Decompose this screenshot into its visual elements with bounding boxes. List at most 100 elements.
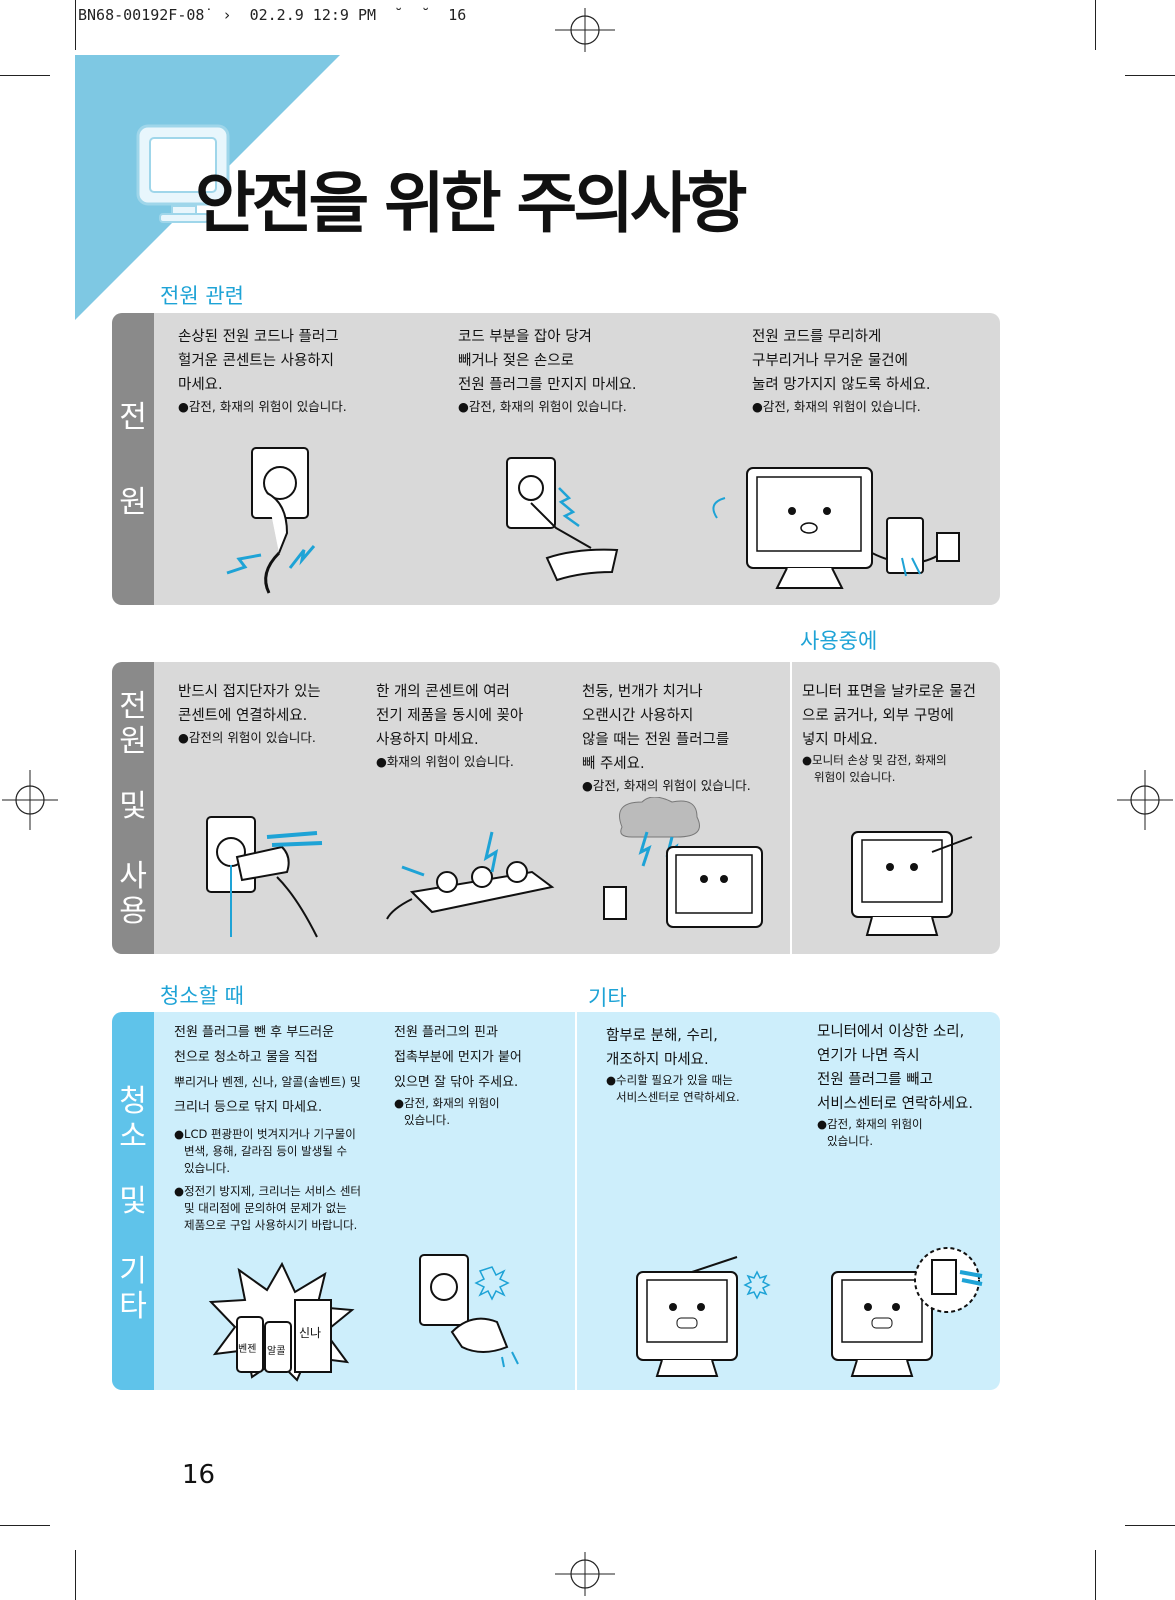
crop-mark <box>1095 0 1096 50</box>
disassembly-monitor-illustration <box>636 1256 771 1377</box>
item-note: ●감전의 위험이 있습니다. <box>178 730 316 745</box>
side-label-char: 원 <box>119 485 147 520</box>
item-text-line: 천둥, 번개가 치거나 <box>582 684 703 700</box>
registration-mark-right <box>1117 770 1173 830</box>
crop-mark <box>75 0 76 50</box>
side-label-char: 및 <box>119 789 147 824</box>
item-text-line: 빼거나 젖은 손으로 <box>458 353 574 369</box>
solvent-bottles-illustration: 벤젠 알콜 신나 <box>207 1262 357 1382</box>
item-note: ●감전, 화재의 위험이 있습니다. <box>582 778 751 793</box>
side-label-char: 사 <box>119 859 147 894</box>
usage-item-3: 천둥, 번개가 치거나 오랜시간 사용하지 않을 때는 전원 플러그를 빼 주세… <box>582 680 787 796</box>
cleaning-side-bar: 청 소 및 기 타 <box>112 1012 154 1390</box>
other-item-2: 모니터에서 이상한 소리, 연기가 나면 즉시 전원 플러그를 빼고 서비스센터… <box>817 1020 997 1150</box>
registration-mark-left <box>2 770 58 830</box>
grounded-outlet-illustration <box>206 816 323 938</box>
item-text-line: 한 개의 콘센트에 여러 <box>376 684 510 700</box>
usage-item-2: 한 개의 콘센트에 여러 전기 제품을 동시에 꽂아 사용하지 마세요. ●화재… <box>376 680 576 772</box>
item-text-line: 뿌리거나 벤젠, 신나, 알콜(솔벤트) 및 <box>174 1075 361 1089</box>
column-divider <box>575 1012 577 1390</box>
power-side-bar: 전 원 <box>112 313 154 605</box>
cleaning-plug-illustration <box>419 1254 519 1368</box>
item-text-line: 으로 긁거나, 외부 구멍에 <box>802 708 954 724</box>
item-text-line: 전원 플러그의 핀과 <box>394 1025 498 1040</box>
item-note: 있습니다. <box>184 1161 230 1175</box>
item-text-line: 서비스센터로 연락하세요. <box>817 1096 973 1112</box>
item-note: ●수리할 필요가 있을 때는 <box>606 1073 733 1087</box>
side-label-char: 전 <box>119 400 147 435</box>
power-item-2: 코드 부분을 잡아 당겨 빼거나 젖은 손으로 전원 플러그를 만지지 마세요.… <box>458 325 738 417</box>
side-label-char: 소 <box>119 1119 147 1154</box>
crop-mark <box>1125 1525 1175 1526</box>
item-text-line: 전원 플러그를 빼고 <box>817 1072 933 1088</box>
bottle-label: 신나 <box>299 1326 322 1340</box>
bottle-label: 알콜 <box>267 1346 286 1357</box>
usage-item-1: 반드시 접지단자가 있는 콘센트에 연결하세요. ●감전의 위험이 있습니다. <box>178 680 368 748</box>
item-note: 서비스센터로 연락하세요. <box>616 1090 740 1104</box>
item-note: ●감전, 화재의 위험이 <box>817 1117 923 1131</box>
item-text-line: 넣지 마세요. <box>802 732 878 748</box>
side-label-char: 청 <box>119 1084 147 1119</box>
item-text-line: 전기 제품을 동시에 꽂아 <box>376 708 524 724</box>
usage-side-bar: 전 원 및 사 용 <box>112 662 154 954</box>
item-note: ●감전, 화재의 위험이 <box>394 1096 500 1110</box>
side-label-char: 및 <box>119 1184 147 1219</box>
item-text-line: 반드시 접지단자가 있는 <box>178 684 321 700</box>
cleaning-panel: 청 소 및 기 타 전원 플러그를 뺀 후 부드러운 천으로 청소하고 물을 직… <box>112 1012 1000 1390</box>
item-text-line: 모니터 표면을 날카로운 물건 <box>802 684 976 700</box>
item-note: ●화재의 위험이 있습니다. <box>376 754 514 769</box>
page-number: 16 <box>182 1460 216 1490</box>
crop-mark <box>0 75 50 76</box>
item-note: ●감전, 화재의 위험이 있습니다. <box>178 399 347 414</box>
item-text-line: 개조하지 마세요. <box>606 1052 709 1068</box>
item-text-line: 함부로 분해, 수리, <box>606 1028 718 1044</box>
item-note: ●LCD 편광판이 벗겨지거나 기구물이 <box>174 1127 356 1141</box>
column-divider <box>790 662 792 954</box>
crop-mark <box>1125 75 1175 76</box>
item-text-line: 코드 부분을 잡아 당겨 <box>458 329 592 345</box>
item-note: 위험이 있습니다. <box>814 770 896 784</box>
page-title: 안전을 위한 주의사항 <box>195 165 747 242</box>
item-note: 있습니다. <box>404 1113 450 1127</box>
lightning-monitor-illustration <box>603 797 763 928</box>
cleaning-item-2: 전원 플러그의 핀과 접촉부분에 먼지가 붙어 있으면 잘 닦아 주세요. ●감… <box>394 1020 572 1129</box>
item-text-line: 모니터에서 이상한 소리, <box>817 1024 965 1040</box>
power-panel: 전 원 손상된 전원 코드나 플러그 헐거운 콘센트는 사용하지 마세요. ●감… <box>112 313 1000 605</box>
section-heading-power: 전원 관련 <box>160 284 244 308</box>
side-label-char: 전 <box>119 689 147 724</box>
cleaning-item-1: 전원 플러그를 뺀 후 부드러운 천으로 청소하고 물을 직접 뿌리거나 벤젠,… <box>174 1020 389 1234</box>
item-note: ●감전, 화재의 위험이 있습니다. <box>752 399 921 414</box>
item-text-line: 전원 코드를 무리하게 <box>752 329 882 345</box>
item-note: ●모니터 손상 및 감전, 화재의 <box>802 753 947 767</box>
registration-mark-bottom <box>555 1552 615 1596</box>
print-header: BN68-00192F-08˙ › 02.2.9 12:9 PM ˘ ˘ 16 <box>78 6 467 24</box>
power-item-1: 손상된 전원 코드나 플러그 헐거운 콘센트는 사용하지 마세요. ●감전, 화… <box>178 325 448 417</box>
item-text-line: 있으면 잘 닦아 주세요. <box>394 1075 519 1090</box>
item-text-line: 구부리거나 무거운 물건에 <box>752 353 908 369</box>
item-text-line: 전원 플러그를 만지지 마세요. <box>458 377 637 393</box>
crop-mark <box>1095 1550 1096 1600</box>
usage-item-4: 모니터 표면을 날카로운 물건 으로 긁거나, 외부 구멍에 넣지 마세요. ●… <box>802 680 997 786</box>
section-heading-cleaning: 청소할 때 <box>160 984 244 1008</box>
bottle-label: 벤젠 <box>238 1344 257 1355</box>
side-label-char: 용 <box>119 894 147 929</box>
side-label-char: 타 <box>119 1289 147 1324</box>
damaged-plug-illustration <box>226 447 316 594</box>
item-note: 있습니다. <box>827 1134 873 1148</box>
item-text-line: 오랜시간 사용하지 <box>582 708 694 724</box>
item-text-line: 빼 주세요. <box>582 756 645 772</box>
item-note: 변색, 용해, 갈라짐 등이 발생될 수 <box>184 1144 348 1158</box>
item-text-line: 않을 때는 전원 플러그를 <box>582 732 730 748</box>
scratch-monitor-illustration <box>851 831 973 936</box>
item-text-line: 전원 플러그를 뺀 후 부드러운 <box>174 1025 335 1040</box>
item-text-line: 크리너 등으로 닦지 마세요. <box>174 1100 323 1115</box>
smoke-monitor-illustration <box>831 1247 983 1377</box>
item-text-line: 손상된 전원 코드나 플러그 <box>178 329 339 345</box>
item-note: ●정전기 방지제, 크리너는 서비스 센터 <box>174 1184 362 1198</box>
item-text-line: 천으로 청소하고 물을 직접 <box>174 1050 318 1065</box>
item-note: ●감전, 화재의 위험이 있습니다. <box>458 399 627 414</box>
section-heading-other: 기타 <box>588 986 627 1010</box>
item-note: 제품으로 구입 사용하시기 바랍니다. <box>184 1218 358 1232</box>
crop-mark <box>0 1525 50 1526</box>
crop-mark <box>75 1550 76 1600</box>
